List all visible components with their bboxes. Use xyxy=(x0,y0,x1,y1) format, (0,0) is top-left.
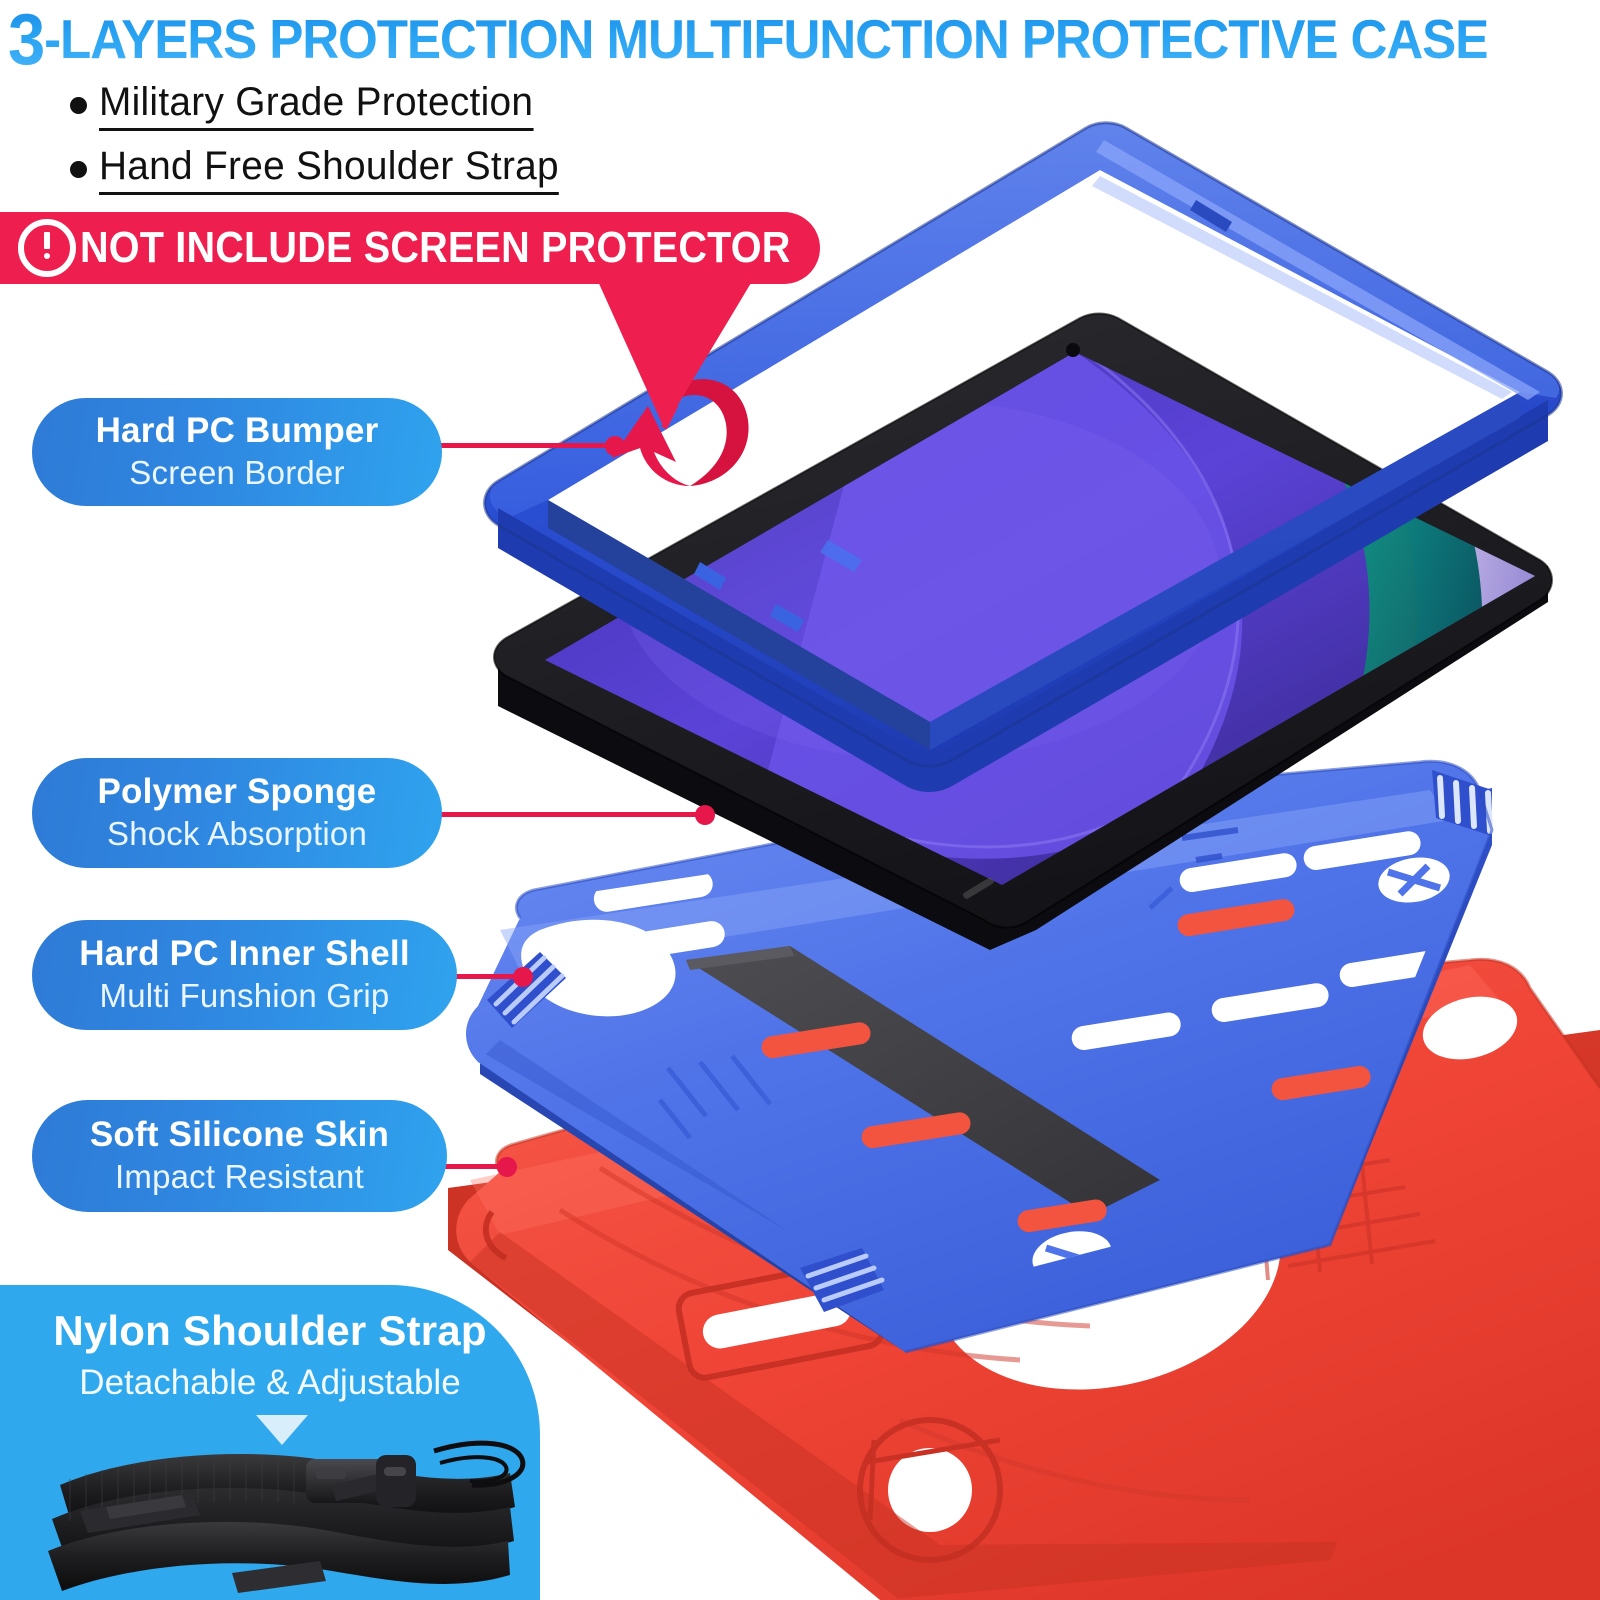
feature-bullet: Hand Free Shoulder Strap xyxy=(70,144,573,195)
label-soft-silicone-skin: Soft Silicone Skin Impact Resistant xyxy=(32,1100,447,1212)
label-title: Hard PC Bumper xyxy=(95,411,379,450)
exclamation-circle-icon xyxy=(18,219,76,277)
callout-line-shell xyxy=(444,966,533,987)
caret-down-icon xyxy=(256,1415,308,1445)
label-polymer-sponge: Polymer Sponge Shock Absorption xyxy=(32,758,442,868)
callout-dot xyxy=(513,966,533,987)
callout-dot xyxy=(605,435,625,456)
strap-buckle-icon xyxy=(306,1455,416,1507)
feature-bullet-label: Military Grade Protection xyxy=(99,80,534,131)
screen-protector-warning-banner: NOT INCLUDE SCREEN PROTECTOR xyxy=(0,212,820,284)
hard-pc-bumper-frame-layer xyxy=(483,121,1563,792)
feature-bullet: Military Grade Protection xyxy=(70,80,547,131)
shell-rib-grip-bottom xyxy=(800,1248,885,1312)
label-subtitle: Impact Resistant xyxy=(115,1158,364,1195)
label-subtitle: Multi Funshion Grip xyxy=(99,977,390,1014)
feature-bullet-label: Hand Free Shoulder Strap xyxy=(99,144,559,195)
warning-banner-tail xyxy=(592,268,760,428)
label-subtitle: Shock Absorption xyxy=(106,815,368,852)
callout-line-bumper xyxy=(436,435,625,456)
label-hard-pc-inner-shell: Hard PC Inner Shell Multi Funshion Grip xyxy=(32,920,457,1030)
strap-subtitle: Detachable & Adjustable xyxy=(79,1363,461,1402)
title-rest: -LAYERS PROTECTION MULTIFUNCTION PROTECT… xyxy=(44,8,1489,70)
strap-title: Nylon Shoulder Strap xyxy=(53,1307,487,1354)
label-subtitle: Screen Border xyxy=(129,454,345,491)
warning-text: NOT INCLUDE SCREEN PROTECTOR xyxy=(80,223,791,272)
callout-dot xyxy=(497,1156,517,1177)
callout-line-skin xyxy=(438,1156,517,1177)
label-title: Hard PC Inner Shell xyxy=(79,934,410,973)
strap-slider-icon xyxy=(80,1493,200,1533)
nylon-shoulder-strap-panel: Nylon Shoulder Strap Detachable & Adjust… xyxy=(0,1285,540,1600)
page-title: 3-LAYERS PROTECTION MULTIFUNCTION PROTEC… xyxy=(8,6,1487,74)
label-hard-pc-bumper: Hard PC Bumper Screen Border xyxy=(32,398,442,506)
label-title: Polymer Sponge xyxy=(97,772,377,811)
bullet-dot-icon xyxy=(70,161,87,178)
callout-line-sponge xyxy=(436,804,715,825)
title-lead-number: 3 xyxy=(8,0,45,80)
callout-dot xyxy=(695,804,715,825)
label-title: Soft Silicone Skin xyxy=(89,1115,390,1154)
hard-pc-inner-shell-layer xyxy=(466,759,1494,1354)
nylon-shoulder-strap-photo xyxy=(48,1440,526,1593)
bullet-dot-icon xyxy=(70,97,87,114)
warning-pointer xyxy=(661,402,679,430)
